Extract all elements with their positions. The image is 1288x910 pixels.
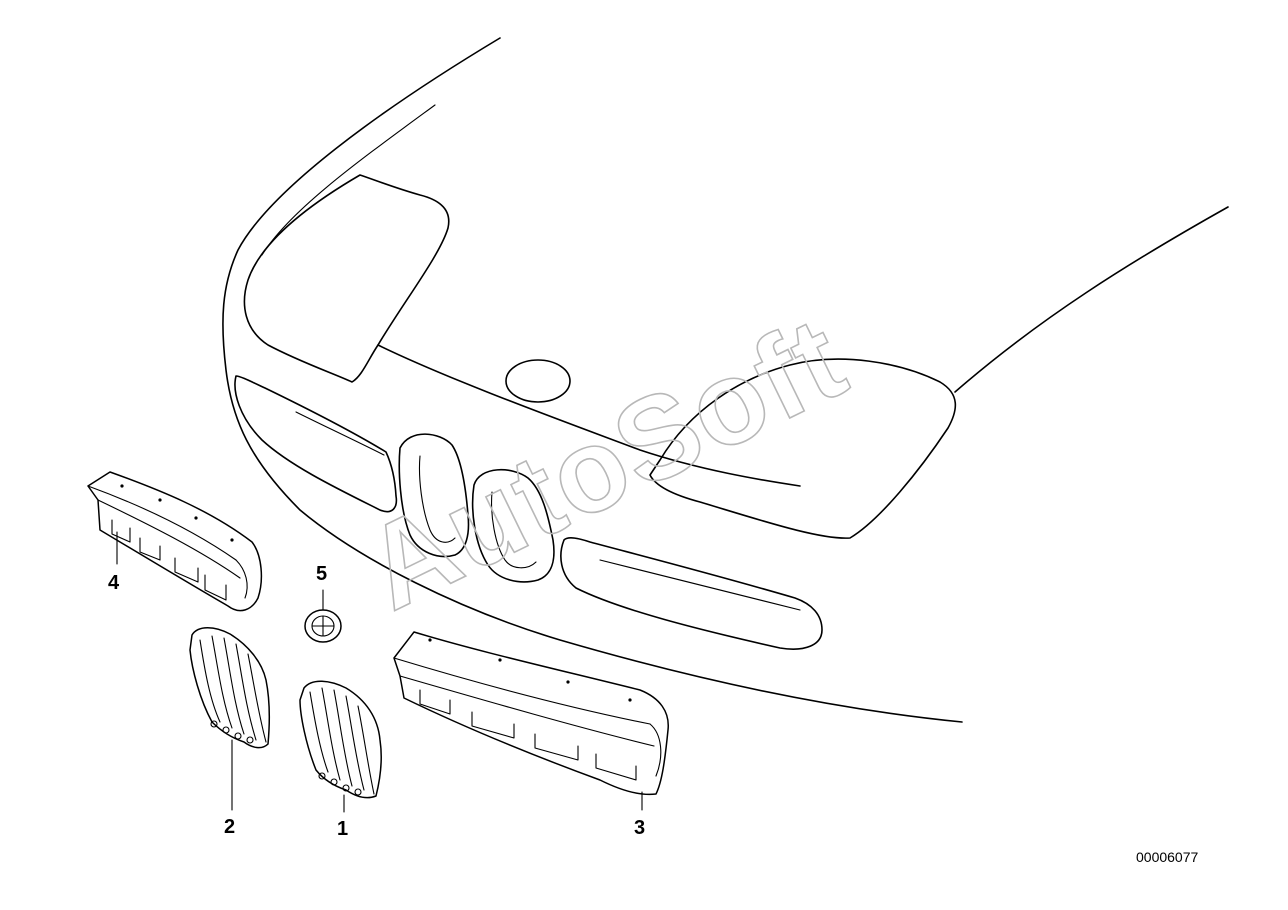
callout-1: 1 (337, 818, 348, 840)
car-front-body (222, 37, 1229, 723)
callouts: 1 2 3 4 5 (108, 563, 645, 840)
part-5-emblem[interactable] (304, 609, 342, 643)
diagram-number: 00006077 (1136, 849, 1199, 865)
watermark: AutoSoft (346, 291, 866, 635)
callout-4: 4 (108, 572, 120, 594)
part-1-kidney-grille-right[interactable] (299, 680, 382, 799)
callout-5: 5 (316, 563, 327, 585)
callout-2: 2 (224, 816, 235, 838)
part-4-lower-grille-left[interactable] (87, 471, 263, 612)
part-3-lower-grille-right[interactable] (393, 631, 669, 796)
leader-lines (116, 531, 643, 813)
part-2-kidney-grille-left[interactable] (189, 627, 271, 749)
callout-3: 3 (634, 817, 645, 839)
